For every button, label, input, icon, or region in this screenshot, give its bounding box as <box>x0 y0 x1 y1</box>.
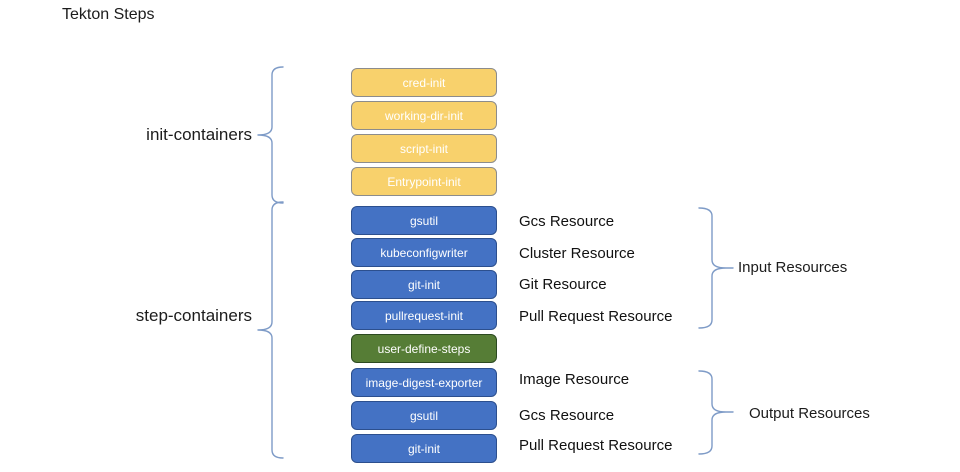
input-resources-group-label: Input Resources <box>738 259 848 276</box>
resource-label-pullrequest-input: Pull Request Resource <box>519 308 673 325</box>
group-label-step-containers: step-containers <box>135 306 252 325</box>
box-script-init: script-init <box>351 134 497 163</box>
input-resources-brace-icon <box>698 207 734 329</box>
step-containers-brace-icon <box>257 201 284 459</box>
box-entrypoint-init: Entrypoint-init <box>351 167 497 196</box>
box-cred-init: cred-init <box>351 68 497 97</box>
box-gsutil-output: gsutil <box>351 401 497 430</box>
resource-label-cluster: Cluster Resource <box>519 245 635 262</box>
box-kubeconfigwriter: kubeconfigwriter <box>351 238 497 267</box>
resource-label-gcs-output: Gcs Resource <box>519 407 615 424</box>
box-git-init-output: git-init <box>351 434 497 463</box>
output-resources-group-label: Output Resources <box>749 405 870 422</box>
box-working-dir-init: working-dir-init <box>351 101 497 130</box>
group-label-init-containers: init-containers <box>146 125 252 144</box>
box-image-digest-exporter: image-digest-exporter <box>351 368 497 397</box>
box-git-init-input: git-init <box>351 270 497 299</box>
resource-label-gcs-input: Gcs Resource <box>519 213 615 230</box>
output-resources-brace-icon <box>698 370 734 455</box>
box-user-define-steps: user-define-steps <box>351 334 497 363</box>
box-pullrequest-init: pullrequest-init <box>351 301 497 330</box>
resource-label-image: Image Resource <box>519 371 630 388</box>
init-containers-brace-icon <box>257 66 284 204</box>
resource-label-pullrequest-output: Pull Request Resource <box>519 437 673 454</box>
box-gsutil-input: gsutil <box>351 206 497 235</box>
page-title: Tekton Steps <box>62 6 155 23</box>
resource-label-git: Git Resource <box>519 276 607 293</box>
